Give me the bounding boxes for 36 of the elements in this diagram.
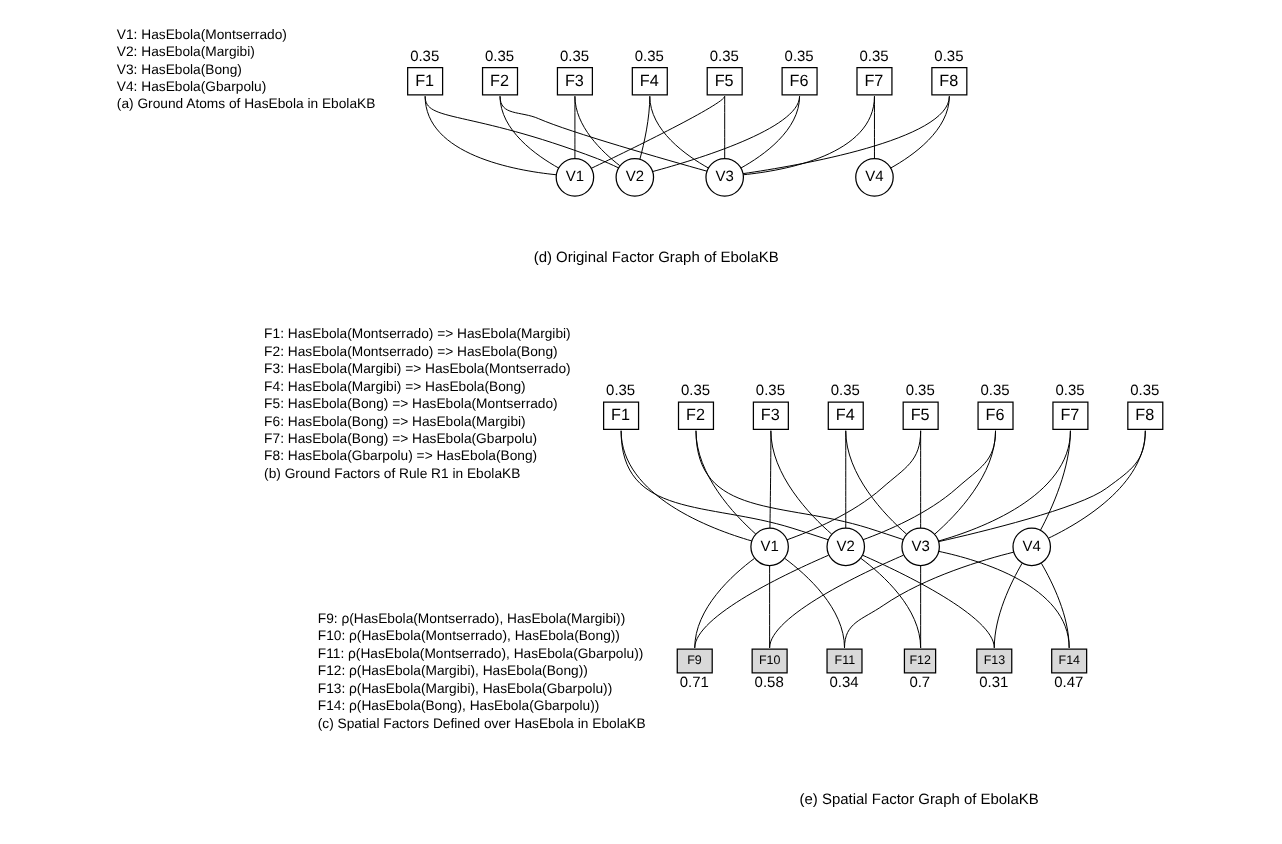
connector [619, 430, 828, 541]
connector [1047, 430, 1145, 539]
connector [590, 95, 725, 169]
connector [423, 95, 619, 169]
connector [937, 430, 1070, 542]
connector [933, 430, 996, 535]
connector [859, 557, 921, 649]
connector [769, 430, 832, 535]
connector [937, 430, 1145, 543]
connector [693, 557, 754, 649]
connector [889, 95, 949, 169]
connector [573, 95, 575, 159]
connector [919, 565, 921, 649]
connector [1039, 562, 1069, 649]
connector [785, 430, 921, 541]
connector [844, 430, 907, 535]
connector [498, 95, 707, 172]
connector [992, 562, 1022, 649]
connector [861, 430, 996, 541]
connector [768, 565, 770, 649]
connector [843, 551, 1014, 649]
connector [742, 95, 874, 176]
connector [648, 95, 708, 169]
connector [694, 430, 903, 541]
connector [1039, 430, 1070, 531]
connector [739, 95, 800, 169]
connector [937, 550, 1069, 649]
connector [693, 554, 828, 649]
connector [919, 430, 921, 529]
connector [872, 95, 874, 159]
connector [651, 95, 800, 172]
connector [741, 95, 949, 175]
connector [768, 554, 903, 649]
connector [861, 554, 994, 649]
connector [573, 95, 620, 167]
connector [723, 95, 725, 159]
